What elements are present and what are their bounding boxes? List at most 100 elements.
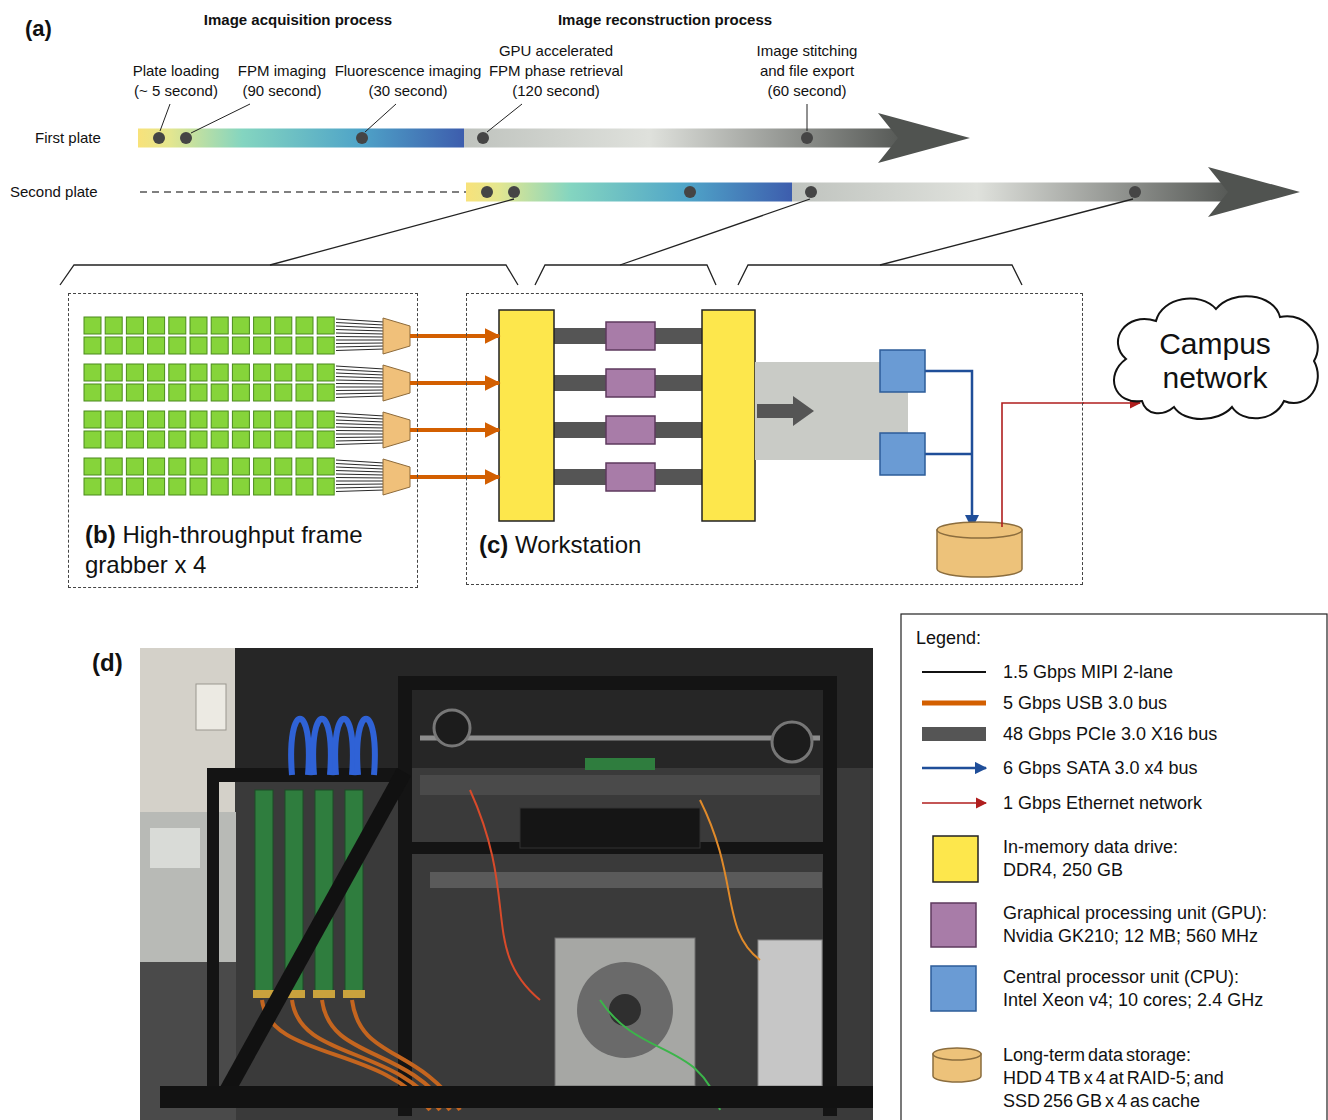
legend-holder: In-memory data drive: DDR4, 250 GB (1003, 836, 1203, 882)
legend-text: Long-term data storage: HDD 4 TB x 4 at … (1003, 1044, 1230, 1113)
camera-sensor (254, 317, 271, 334)
camera-sensor (190, 431, 207, 448)
grabber-board (345, 790, 363, 995)
circuit-board (585, 758, 655, 770)
mipi-line (336, 380, 384, 381)
step-dot (684, 186, 696, 198)
camera-sensor (105, 364, 122, 381)
mipi-line (336, 383, 384, 385)
label-holder: Image stitching and file export (60 seco… (750, 41, 865, 101)
legend-holder: Graphical processing unit (GPU): Nvidia … (1003, 902, 1293, 948)
step-label: FPM imaging (90 second) (232, 61, 332, 101)
section-heading: Image acquisition process (158, 10, 438, 30)
camera-sensor (105, 431, 122, 448)
camera-sensor (275, 384, 292, 401)
mipi-line (336, 333, 384, 334)
legend-holder: 1.5 Gbps MIPI 2-lane (1003, 661, 1173, 683)
camera-sensor (126, 478, 143, 495)
gpu (606, 322, 655, 350)
legend-holder: Long-term data storage: HDD 4 TB x 4 at … (1003, 1044, 1230, 1113)
camera-sensor (84, 458, 101, 475)
camera-sensor (148, 384, 165, 401)
legend-swatch-top (933, 1048, 981, 1060)
step-dot (801, 132, 813, 144)
cpu (880, 433, 925, 475)
board-connector (313, 990, 335, 998)
label-holder: Second plate (10, 182, 98, 202)
camera-sensor (105, 411, 122, 428)
camera-sensor (148, 478, 165, 495)
mipi-line (336, 336, 384, 338)
camera-sensor (296, 458, 313, 475)
usb-cable (335, 719, 353, 775)
camera-sensor (169, 411, 186, 428)
node-text-block: (c)Workstation (479, 530, 779, 560)
board-connector (343, 990, 365, 998)
legend-sample (933, 1048, 981, 1082)
legend-text: 1.5 Gbps MIPI 2-lane (1003, 661, 1173, 683)
panel-letter: (b) (85, 521, 116, 548)
camera-sensor (190, 411, 207, 428)
lead-screw (420, 736, 820, 741)
camera-sensor (296, 411, 313, 428)
network-cloud: Campus network (1102, 287, 1328, 425)
multiplexer (383, 365, 410, 401)
mipi-line (336, 443, 384, 445)
step-label: Plate loading (~ 5 second) (129, 61, 224, 101)
mipi-line (336, 319, 384, 322)
camera-sensor (296, 384, 313, 401)
acquisition-bar (466, 183, 792, 202)
usb-arrow (418, 334, 499, 338)
data-flow-arrow (757, 404, 795, 418)
step-label: Fluorescence imaging (30 second) (332, 61, 484, 101)
label-holder: First plate (35, 128, 101, 148)
legend-line (922, 701, 986, 706)
label-holder: (a) (25, 16, 52, 42)
usb-arrow (418, 381, 499, 385)
legend-sample (922, 703, 986, 704)
frame-strut (222, 772, 404, 1100)
mipi-line (336, 377, 384, 379)
camera-sensor (275, 364, 292, 381)
camera-sensor (190, 478, 207, 495)
panel-letter: (a) (25, 16, 52, 42)
leader-line (487, 104, 522, 132)
camera-sensor (317, 458, 334, 475)
gpu (606, 369, 655, 397)
mipi-line (336, 326, 384, 328)
camera-sensor (126, 384, 143, 401)
mipi-line (336, 437, 384, 439)
wire (470, 790, 540, 1000)
step-dot (356, 132, 368, 144)
camera-sensor (84, 364, 101, 381)
bracket (535, 265, 716, 285)
plate-holder (520, 808, 700, 848)
legend-text: 6 Gbps SATA 3.0 x4 bus (1003, 757, 1197, 779)
step-dot (481, 186, 493, 198)
usb-arrow (418, 428, 499, 432)
oscilloscope-panel (150, 828, 200, 868)
camera-sensor (84, 431, 101, 448)
legend-text: 5 Gbps USB 3.0 bus (1003, 692, 1167, 714)
legend-line (922, 727, 986, 741)
camera-sensor (254, 337, 271, 354)
legend-samples (922, 672, 986, 1082)
legend-sample (922, 672, 986, 673)
leader-line (270, 199, 514, 265)
camera-sensor (317, 384, 334, 401)
camera-sensor (190, 337, 207, 354)
camera-sensor (211, 431, 228, 448)
camera-sensor (169, 458, 186, 475)
camera-sensor (148, 317, 165, 334)
camera-sensor (126, 317, 143, 334)
camera-sensor (169, 478, 186, 495)
data-flow-arrow (793, 396, 814, 426)
frame-rail (405, 676, 837, 690)
camera-sensor (126, 364, 143, 381)
legend-text: Graphical processing unit (GPU): Nvidia … (1003, 902, 1293, 948)
panel-letter: (d) (92, 648, 123, 677)
camera-sensor (190, 384, 207, 401)
gpu (606, 463, 655, 491)
power-supply (758, 940, 822, 1086)
mipi-line (336, 420, 384, 422)
